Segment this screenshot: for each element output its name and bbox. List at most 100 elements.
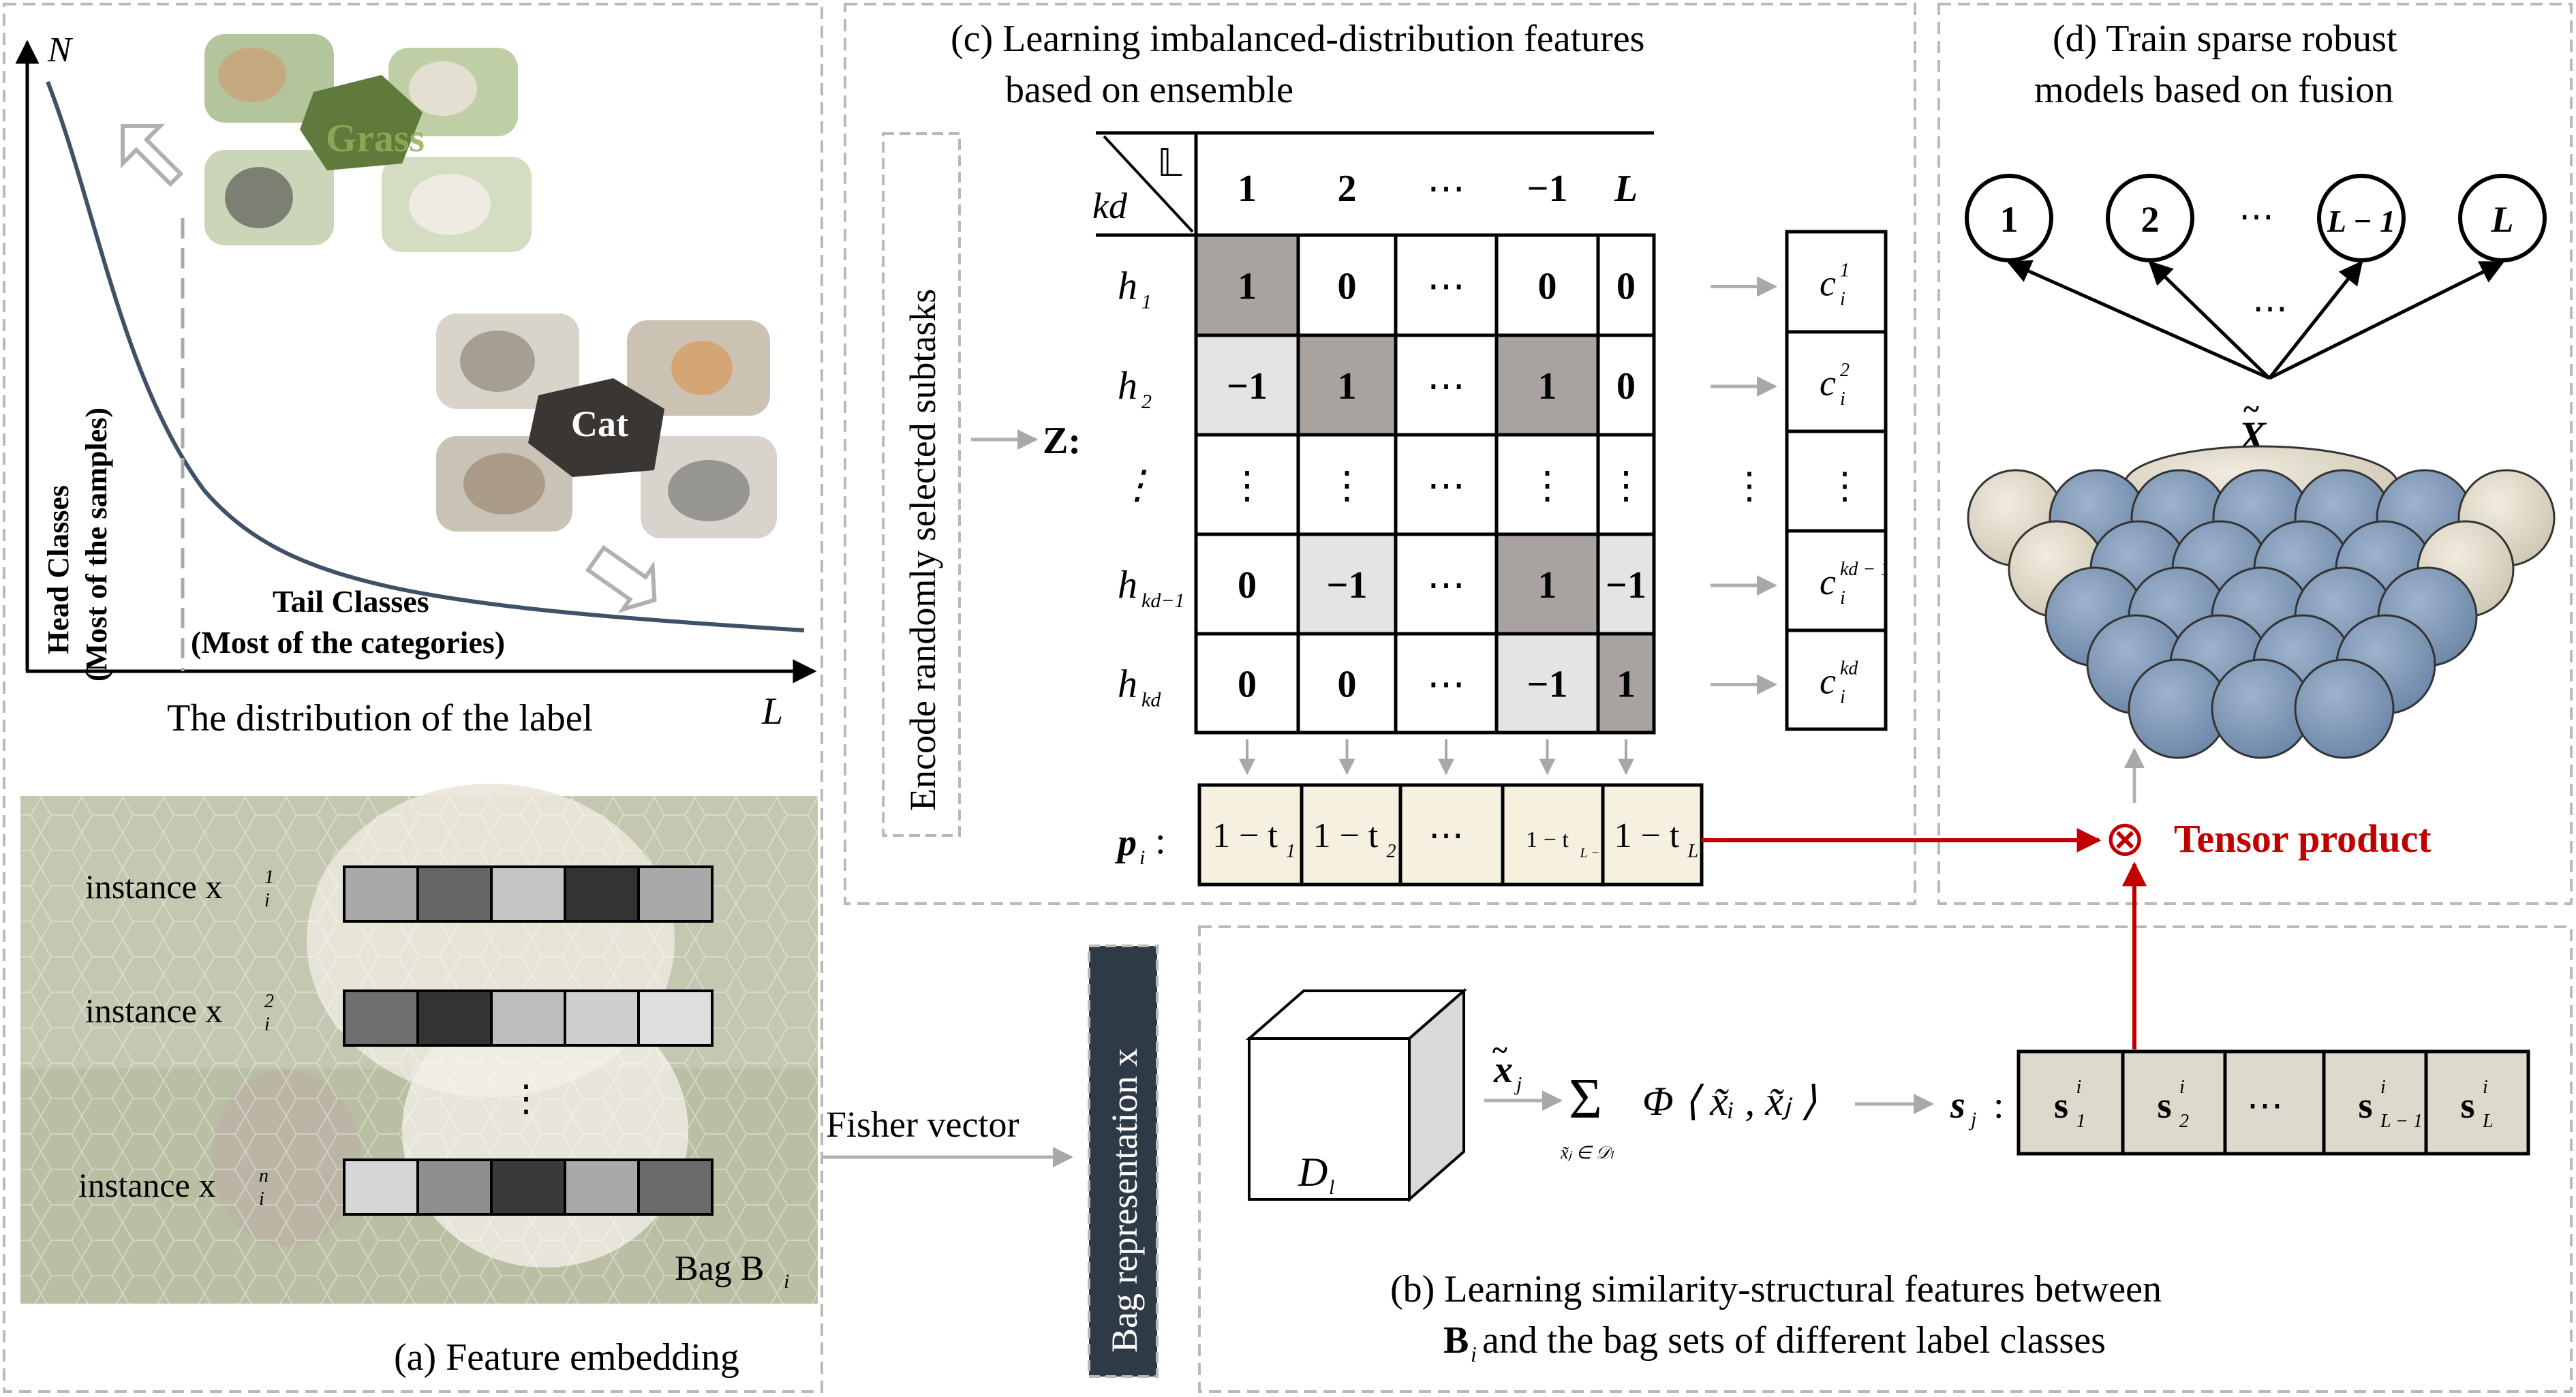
node-edge (2006, 260, 2271, 380)
head-image-cluster: Grass (204, 34, 532, 252)
axis-y-label: N (47, 31, 74, 70)
long-tail-curve (46, 80, 805, 632)
model-node-label: L − 1 (2327, 204, 2395, 239)
head-arrow-icon (121, 124, 184, 187)
matrix-cell (1596, 433, 1656, 536)
svg-text:(Most of the samples): (Most of the samples) (80, 408, 113, 681)
s-label: s (1950, 1084, 1965, 1126)
row-label-sub: kd (1141, 689, 1161, 711)
c-value-sup: 1 (1840, 260, 1850, 281)
c-value: c (1820, 363, 1836, 403)
c-value-sub: i (1840, 388, 1845, 410)
row-label: ⋮ (1118, 463, 1157, 507)
matrix-value: 0 (1538, 266, 1557, 308)
svg-text:j: j (1968, 1108, 1976, 1131)
fisher-label: Fisher vector (826, 1104, 1019, 1145)
matrix-value: ⋯ (1427, 365, 1465, 408)
instance-cell (564, 1158, 640, 1216)
c-cell (1785, 429, 1888, 533)
p-value: 1 − t (1313, 816, 1379, 855)
panel-d: (d) Train sparse robust models based on … (1965, 18, 2556, 866)
svg-text:i: i (784, 1270, 789, 1293)
instance-cell (564, 865, 640, 923)
matrix-value: 0 (1338, 266, 1357, 308)
p-cell (1601, 783, 1704, 887)
svg-text:i: i (1471, 1342, 1477, 1366)
panel-d-title-1: (d) Train sparse robust (2053, 18, 2397, 60)
matrix-cell (1194, 532, 1300, 636)
matrix-cell (1394, 532, 1499, 636)
row-label: h (1118, 264, 1137, 308)
instance-cell (343, 865, 419, 923)
panel-b-caption-3: and the bag sets of different label clas… (1482, 1319, 2106, 1362)
model-node (2106, 174, 2194, 262)
p-cell (1398, 783, 1505, 887)
svg-text:~: ~ (2243, 393, 2259, 426)
c-value: c (1820, 263, 1836, 304)
row-label: h (1118, 662, 1137, 706)
instance-cell (490, 865, 566, 923)
tensor-ball-pyramid (1967, 445, 2556, 759)
xj-label: x (1493, 1049, 1513, 1091)
matrix-cell (1494, 632, 1600, 735)
p-value-sub: 1 (1286, 841, 1295, 862)
instance-cell (564, 989, 640, 1047)
instance-vdots: ⋮ (508, 1078, 545, 1119)
cat-label: Cat (571, 403, 628, 444)
bag-representation-label: Bag representation x (1104, 1048, 1145, 1353)
s-value-sub: L (2482, 1111, 2494, 1132)
panel-c-title-2: based on ensemble (1005, 69, 1293, 111)
s-value-sup: i (2179, 1077, 2185, 1098)
encode-label: Encode randomly selected subtasks (902, 289, 943, 811)
node-edge (2148, 260, 2271, 380)
svg-text:j: j (1514, 1073, 1522, 1095)
tensor-product-label: Tensor product (2174, 816, 2432, 861)
c-value-sup: kd (1840, 658, 1858, 679)
matrix-value: 1 (1338, 365, 1357, 408)
model-node-label: 2 (2141, 199, 2160, 240)
matrix-value: ⋯ (1427, 266, 1465, 308)
matrix-value: 0 (1238, 664, 1257, 706)
s-value: s (2054, 1085, 2068, 1126)
c-value: ⋮ (1826, 465, 1863, 506)
instance-vector-2 (343, 989, 714, 1047)
s-value: s (2157, 1085, 2171, 1126)
matrix-value: ⋯ (1427, 564, 1465, 607)
instance-cell (416, 1158, 493, 1216)
matrix-value: 1 (1238, 266, 1257, 308)
instance-cell (490, 1158, 566, 1216)
instance-vector-1 (343, 865, 714, 923)
column-header: 1 (1238, 168, 1257, 210)
model-node-label: L (2491, 199, 2514, 240)
row-label: h (1118, 363, 1137, 408)
matrix-value: 1 (1538, 365, 1557, 408)
bag-label: Bag B (675, 1249, 764, 1288)
svg-text:n: n (259, 1165, 269, 1186)
matrix-value: ⋮ (1328, 465, 1366, 507)
column-header: L (1614, 168, 1638, 210)
c-cell (1785, 230, 1888, 334)
matrix-value: 0 (1238, 564, 1257, 607)
row-label-sub: 2 (1141, 390, 1152, 413)
row-label-sub: 1 (1141, 291, 1152, 313)
s-value-sup: i (2380, 1077, 2386, 1098)
node-edge (2268, 260, 2505, 380)
instance-cell (637, 989, 714, 1047)
s-cell (2121, 1049, 2227, 1156)
c-cell (1785, 628, 1888, 731)
column-header: ⋯ (1427, 168, 1465, 210)
panel-c-title-1: (c) Learning imbalanced-distribution fea… (951, 18, 1644, 60)
head-classes-label: Head Classes (Most of the samples) (42, 408, 113, 681)
s-value: s (2358, 1085, 2372, 1126)
header-l-symbol: 𝕃 (1157, 142, 1182, 185)
sum-symbol: Σ (1569, 1067, 1602, 1131)
z-label: Z: (1043, 420, 1081, 462)
node-edge (2268, 260, 2363, 380)
matrix-value: ⋮ (1529, 465, 1567, 507)
c-value-sub: i (1840, 289, 1845, 310)
matrix-value: 0 (1616, 266, 1636, 308)
header-kd: kd (1092, 185, 1128, 226)
